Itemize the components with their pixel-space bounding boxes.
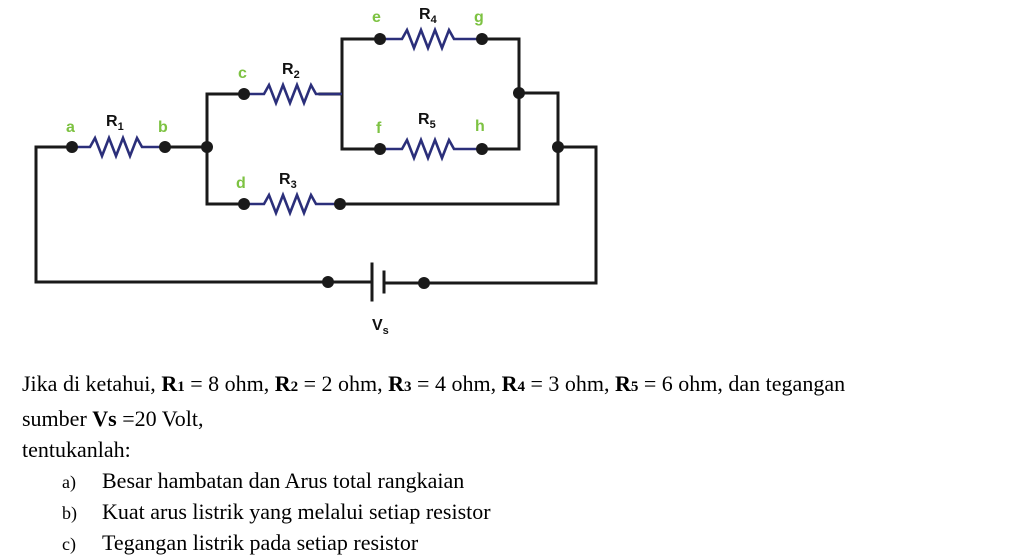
dot-b xyxy=(159,141,171,153)
dot-a xyxy=(66,141,78,153)
label-r3: R3 xyxy=(279,171,297,191)
dot-battery-left xyxy=(322,276,334,288)
problem-line-2: sumber Vs =20 Volt, xyxy=(22,406,204,431)
resistor-r2 xyxy=(244,81,342,107)
node-label-a: a xyxy=(66,119,75,136)
resistor-r5 xyxy=(380,136,482,162)
question-item: b)Kuat arus listrik yang melalui setiap … xyxy=(62,499,491,524)
circuit-diagram: a b c d e f g h R1 R2 R3 R4 R5 Vs xyxy=(34,6,598,337)
dot-junction-left xyxy=(201,141,213,153)
dot-g xyxy=(476,33,488,45)
dot-battery-right xyxy=(418,277,430,289)
battery-vs xyxy=(370,262,386,302)
dot-junction-right-top xyxy=(513,87,525,99)
node-label-d: d xyxy=(236,175,246,192)
dot-d xyxy=(238,198,250,210)
node-label-f: f xyxy=(376,120,382,137)
dot-f xyxy=(374,143,386,155)
label-vs: Vs xyxy=(372,317,389,337)
wire-left-loop xyxy=(34,145,330,284)
label-r1: R1 xyxy=(106,113,124,133)
resistor-r4 xyxy=(380,26,482,52)
node-dots xyxy=(66,33,564,289)
question-item: a)Besar hambatan dan Arus total rangkaia… xyxy=(62,468,465,493)
dot-r3-right xyxy=(334,198,346,210)
problem-text: Jika di ketahui, R1 = 8 ohm, R2 = 2 ohm,… xyxy=(22,368,1022,558)
problem-line-3: tentukanlah: xyxy=(22,437,131,462)
problem-line-1: Jika di ketahui, R1 = 8 ohm, R2 = 2 ohm,… xyxy=(22,371,846,396)
question-list: a)Besar hambatan dan Arus total rangkaia… xyxy=(22,465,1022,558)
wire-right-loop xyxy=(422,145,598,285)
node-label-h: h xyxy=(475,118,485,135)
resistor-r3 xyxy=(244,191,340,217)
question-item: c)Tegangan listrik pada setiap resistor xyxy=(62,530,419,555)
dot-junction-right xyxy=(552,141,564,153)
node-label-b: b xyxy=(158,119,168,136)
label-r2: R2 xyxy=(282,61,300,81)
label-r5: R5 xyxy=(418,111,436,131)
node-label-c: c xyxy=(238,65,247,82)
wire-parallel-out xyxy=(517,91,560,206)
node-label-e: e xyxy=(372,9,381,26)
wires xyxy=(34,37,598,285)
dot-h xyxy=(476,143,488,155)
label-r4: R4 xyxy=(419,6,438,26)
node-label-g: g xyxy=(474,9,484,26)
resistor-r1 xyxy=(72,134,165,160)
dot-e xyxy=(374,33,386,45)
dot-c xyxy=(238,88,250,100)
